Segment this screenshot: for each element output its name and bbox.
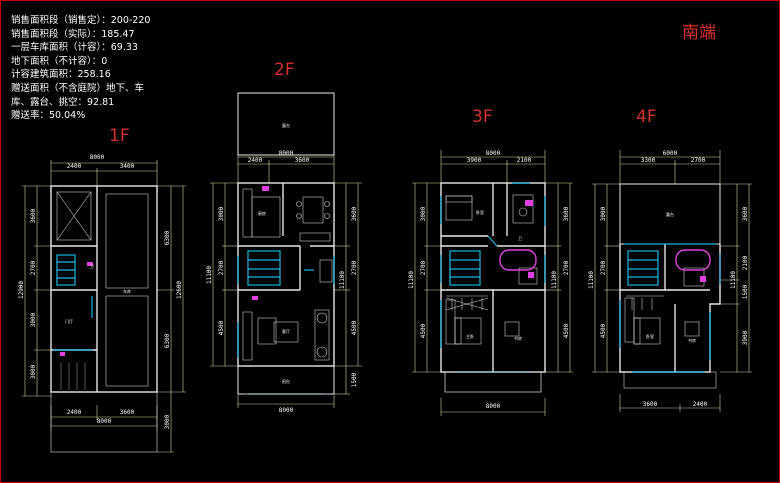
dim-label: 1500: [351, 372, 358, 387]
info-line: 一层车库面积（计容）：69.33: [11, 42, 138, 54]
dim-label: 6000: [663, 150, 678, 157]
svg-text:书房: 书房: [688, 337, 696, 343]
dim-label: 3400: [120, 163, 135, 170]
dim-label: 3600: [120, 409, 135, 416]
dim-label: 2100: [742, 255, 749, 270]
plan-3f: 8000 3900 2100 8000 3000 11100 2700 4500…: [408, 150, 573, 416]
dim-label: 2700: [30, 260, 37, 275]
info-line: 库、露台、挑空：92.81: [11, 96, 115, 108]
dim-label: 3000: [218, 206, 225, 221]
dim-label: 3600: [295, 157, 310, 164]
dim-label: 2100: [517, 157, 532, 164]
dim-label: 3600: [643, 401, 658, 408]
floor-label-4f: 4F: [636, 107, 657, 127]
dim-label: 11100: [588, 271, 595, 289]
dim-label: 3600: [30, 208, 37, 223]
dim-label: 12600: [176, 281, 183, 299]
floor-label-1f: 1F: [109, 126, 130, 146]
dim-label: 8000: [279, 407, 294, 414]
svg-text:主卧: 主卧: [466, 333, 474, 339]
dim-label: 4500: [218, 320, 225, 335]
dim-label: 11100: [408, 271, 415, 289]
plan-1f: 8000 2400 3400 2400 3600 8000 12900 3600…: [18, 154, 186, 453]
svg-text:客厅: 客厅: [282, 328, 290, 334]
floor-label-2f: 2F: [274, 60, 295, 80]
svg-text:阳台: 阳台: [282, 378, 290, 384]
dim-label: 4500: [600, 323, 607, 338]
dim-label: 11100: [339, 271, 346, 289]
dim-label: 11100: [206, 266, 213, 284]
dim-label: 3000: [420, 206, 427, 221]
dim-label: 3000: [30, 312, 37, 327]
info-line: 赠送面积（不含庭院）地下、车: [11, 82, 145, 94]
floor-label-3f: 3F: [472, 107, 493, 127]
dim-label: 3600: [563, 206, 570, 221]
dim-label: 12900: [18, 281, 25, 299]
svg-text:厨房: 厨房: [258, 210, 266, 216]
dim-label: 3900: [742, 330, 749, 345]
dim-label: 2700: [351, 260, 358, 275]
dim-label: 3300: [641, 157, 656, 164]
dim-label: 4500: [351, 320, 358, 335]
svg-text:卧室: 卧室: [476, 209, 484, 215]
svg-text:露台: 露台: [666, 211, 674, 217]
dim-label: 3000: [164, 414, 171, 429]
dim-label: 4500: [420, 323, 427, 338]
dim-label: 1500: [742, 284, 749, 299]
dim-label: 2700: [420, 260, 427, 275]
dim-label: 2700: [218, 260, 225, 275]
dim-label: 4500: [563, 323, 570, 338]
dim-label: 2700: [691, 157, 706, 164]
orientation-label: 南端: [682, 23, 716, 43]
dim-label: 3600: [351, 206, 358, 221]
dim-label: 2700: [563, 260, 570, 275]
area-info-block: 销售面积段（销售定）：200-220 销售面积段（实际）：185.47 一层车库…: [11, 14, 150, 123]
svg-text:卧室: 卧室: [646, 333, 654, 339]
svg-text:卫: 卫: [90, 264, 94, 269]
dim-label: 8000: [486, 403, 501, 410]
svg-text:门厅: 门厅: [65, 318, 73, 324]
dim-label: 8000: [279, 150, 294, 157]
info-line: 销售面积段（销售定）：200-220: [11, 15, 151, 26]
plan-4f: 6000 3300 2700 3600 2400 3000 11100 2700…: [588, 150, 752, 412]
info-line: 销售面积段（实际）：185.47: [11, 28, 135, 40]
dim-label: 3000: [30, 364, 37, 379]
plan-2f: 8000 2400 3600 8000 3000 11100 2700 4500…: [206, 92, 362, 414]
svg-text:卫: 卫: [518, 236, 522, 241]
dim-label: 3600: [742, 206, 749, 221]
dim-label: 8000: [90, 154, 105, 161]
info-line: 赠送率：50.04%: [11, 110, 86, 122]
dim-label: 2400: [693, 401, 708, 408]
dim-label: 6300: [164, 230, 171, 245]
svg-text:车库: 车库: [123, 288, 131, 294]
dim-label: 2400: [248, 157, 263, 164]
dim-label: 8000: [486, 150, 501, 157]
info-line: 计容建筑面积：258.16: [11, 69, 111, 81]
dim-label: 8000: [97, 418, 112, 425]
dim-label: 2400: [67, 409, 82, 416]
info-line: 地下面积（不计容）：0: [11, 55, 108, 67]
svg-text:露台: 露台: [282, 122, 290, 128]
dim-label: 2400: [67, 163, 82, 170]
dim-label: 2700: [600, 260, 607, 275]
dim-label: 6300: [164, 333, 171, 348]
dim-label: 3900: [467, 157, 482, 164]
svg-text:书房: 书房: [514, 335, 522, 341]
dim-label: 11100: [730, 271, 737, 289]
dim-label: 3000: [600, 206, 607, 221]
dim-label: 11100: [551, 271, 558, 289]
